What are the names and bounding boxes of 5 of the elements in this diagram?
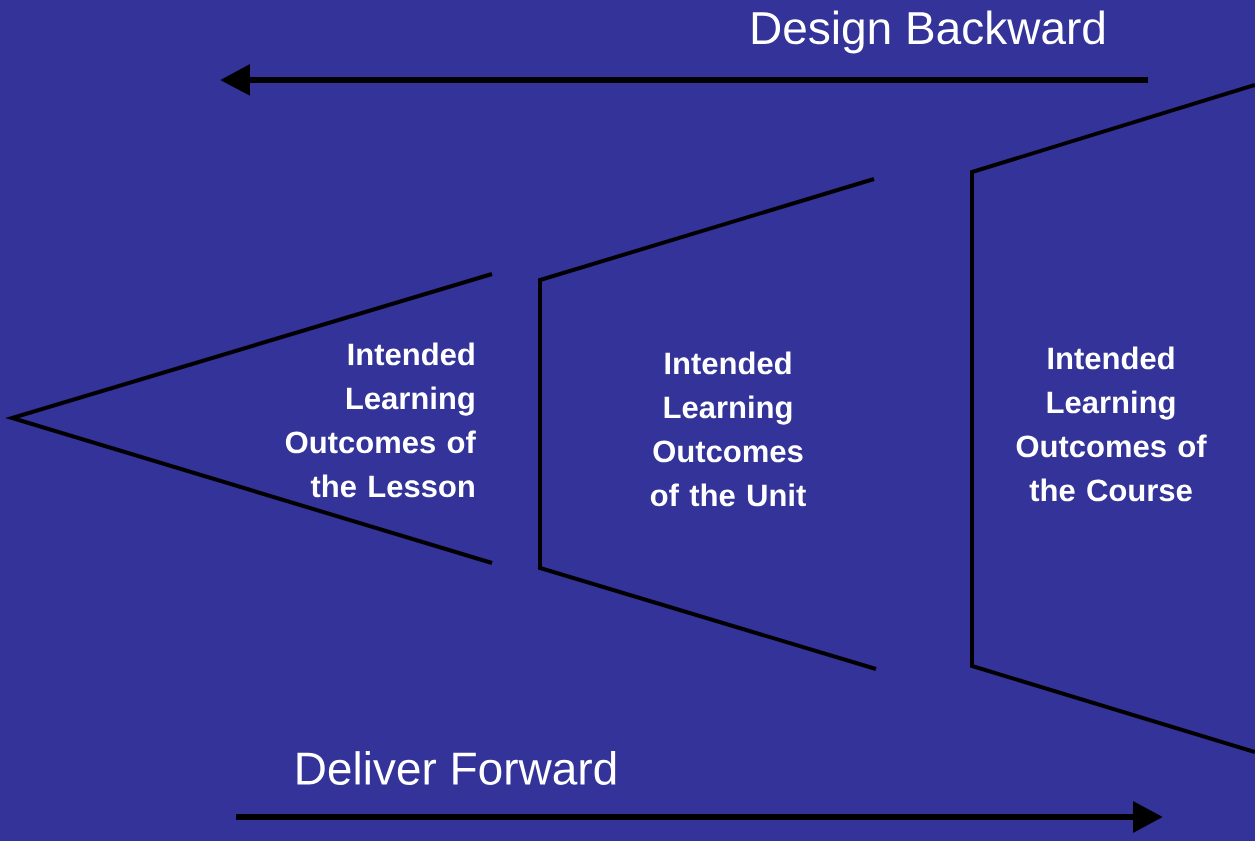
funnel-segment: Intended Learning Outcomes of the Unit	[538, 177, 877, 671]
direction-label: Design Backward	[752, 10, 1104, 54]
funnel-segment: Intended Learning Outcomes of the Course	[970, 83, 1255, 754]
direction-label: Deliver Forward	[297, 751, 616, 785]
funnel-segment: Intended Learning Outcomes of the Lesson	[5, 272, 493, 565]
